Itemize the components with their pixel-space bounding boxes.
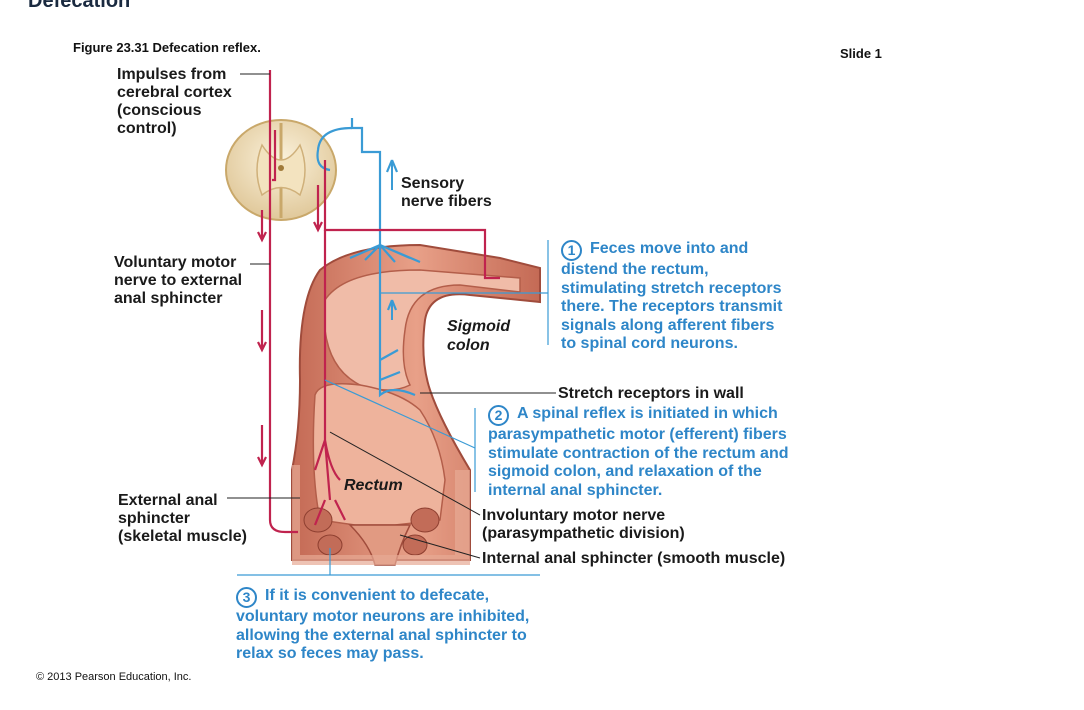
step-brackets <box>237 240 549 576</box>
rectum-label: Rectum <box>344 477 403 494</box>
step-2-number: 2 <box>488 405 509 426</box>
impulses-label: Impulses from cerebral cortex (conscious… <box>117 66 232 137</box>
internal-sphincter-label: Internal anal sphincter (smooth muscle) <box>482 550 786 567</box>
page-title: Defecation <box>28 0 131 12</box>
motor-nerves <box>257 70 500 534</box>
spinal-cord-section <box>225 119 337 221</box>
figure-caption: Figure 23.31 Defecation reflex. <box>73 40 261 55</box>
slide-label: Slide 1 <box>840 46 882 61</box>
involuntary-motor-label: Involuntary motor nerve (parasympathetic… <box>482 507 685 542</box>
step-3-number: 3 <box>236 587 257 608</box>
voluntary-motor-label: Voluntary motor nerve to external anal s… <box>114 254 243 307</box>
stretch-receptors-label: Stretch receptors in wall <box>558 385 744 402</box>
sensory-fibers-label: Sensory nerve fibers <box>401 175 492 210</box>
copyright-notice: © 2013 Pearson Education, Inc. <box>36 671 192 683</box>
leader-lines <box>227 73 556 559</box>
step-1-number: 1 <box>561 240 582 261</box>
external-sphincter-label: External anal sphincter (skeletal muscle… <box>118 492 247 545</box>
sigmoid-colon-label: Sigmoid colon <box>447 318 511 354</box>
sensory-nerves <box>316 118 421 398</box>
